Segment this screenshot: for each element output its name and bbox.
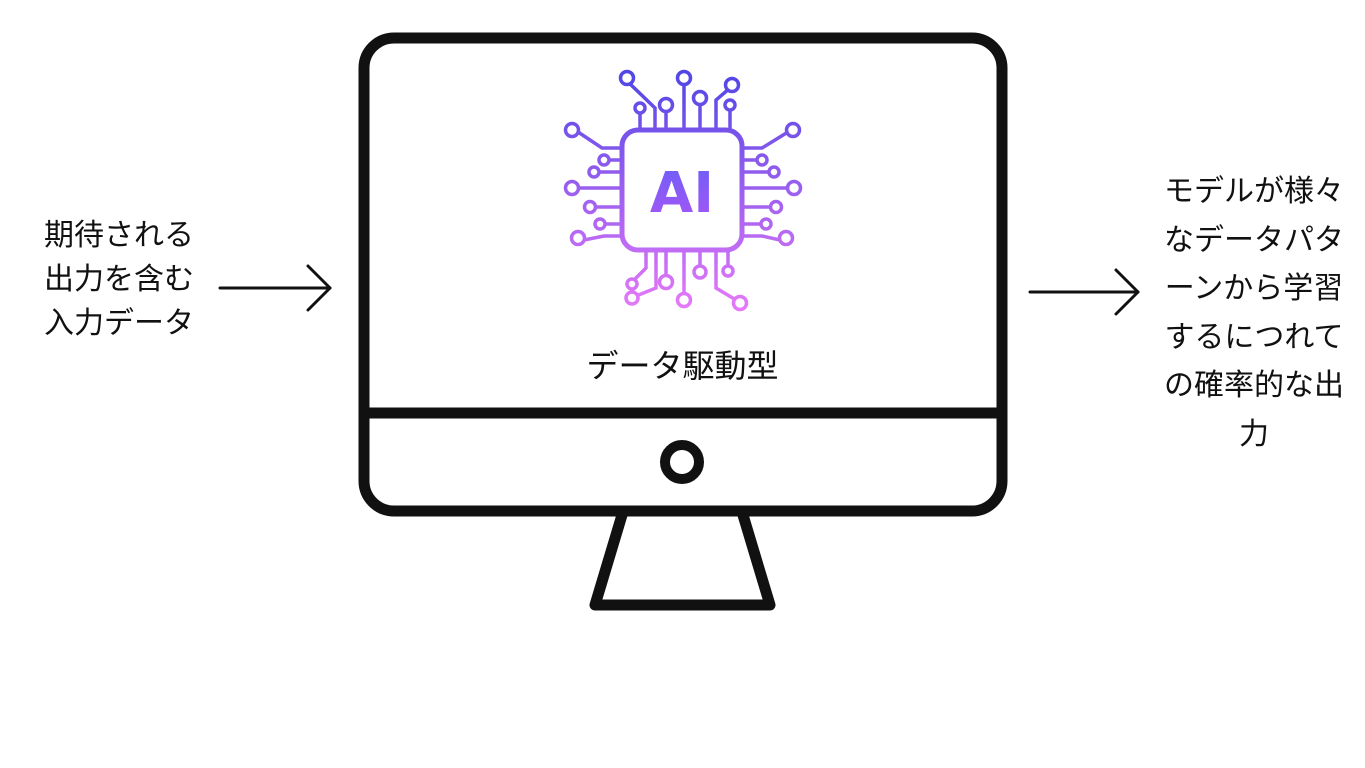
power-button-icon [660, 440, 704, 484]
arrow-right-icon [218, 264, 332, 312]
output-label: モデルが様々 なデータパタ ーンから学習 するにつれて の確率的な出 力 [1164, 174, 1344, 452]
arrow-right-icon [1028, 268, 1140, 316]
input-data-label: 期待される 出力を含む 入力データ [44, 218, 194, 341]
monitor-caption: データ駆動型 [586, 347, 779, 385]
ai-chip-icon [563, 69, 803, 312]
chip-label: AI [650, 161, 714, 226]
monitor-icon [358, 32, 1008, 611]
monitor-stand [589, 513, 776, 611]
